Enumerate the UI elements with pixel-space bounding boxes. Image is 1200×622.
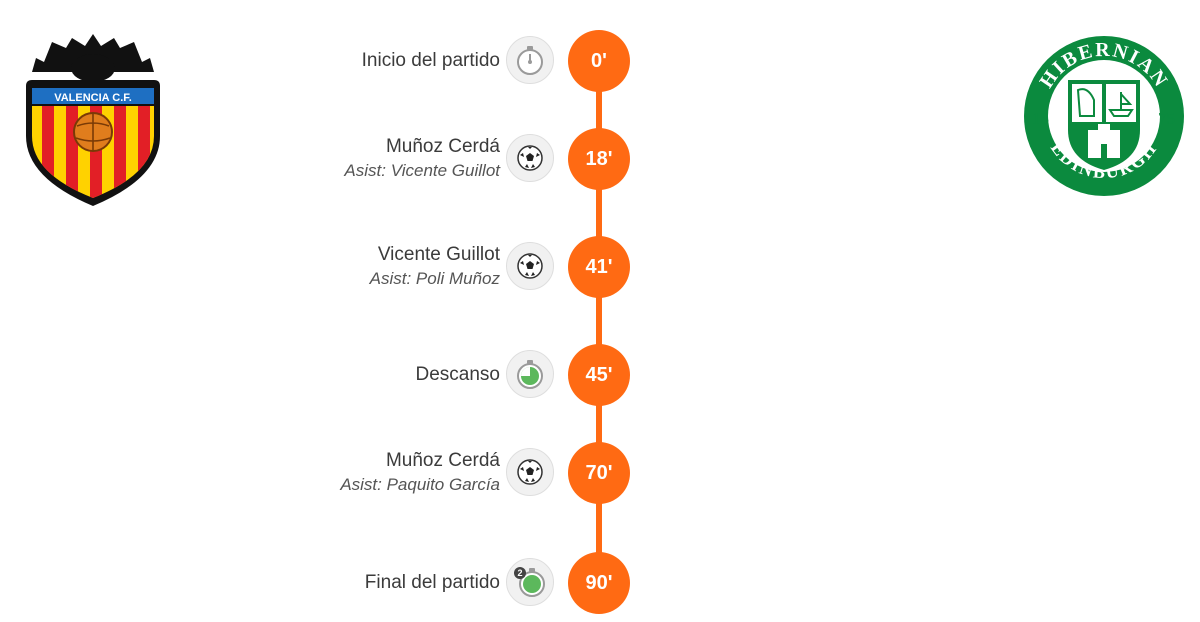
soccer-ball-icon xyxy=(506,242,554,290)
minute-badge: 45' xyxy=(568,344,630,406)
soccer-ball-icon xyxy=(506,134,554,182)
timeline-event-kickoff[interactable]: Inicio del partido 0' xyxy=(0,30,1200,92)
event-assist: Asist: Paquito García xyxy=(340,474,500,494)
minute-badge: 0' xyxy=(568,30,630,92)
event-title: Final del partido xyxy=(364,571,500,593)
stopwatch-fulltime-icon: 2 xyxy=(506,558,554,606)
event-scorer: Vicente Guillot xyxy=(377,243,500,265)
home-team-crest[interactable]: VALENCIA C.F. xyxy=(22,28,164,208)
minute-badge: 41' xyxy=(568,236,630,298)
timeline-event-fulltime[interactable]: Final del partido 2 90' xyxy=(0,552,1200,614)
event-assist: Asist: Poli Muñoz xyxy=(369,268,500,288)
second-half-badge: 2 xyxy=(517,568,522,578)
stopwatch-start-icon xyxy=(506,36,554,84)
timeline-event-goal[interactable]: Vicente Guillot Asist: Poli Muñoz 41' xyxy=(0,236,1200,298)
valencia-cf-crest-icon: VALENCIA C.F. xyxy=(26,34,160,206)
stopwatch-halftime-icon xyxy=(506,350,554,398)
minute-badge: 18' xyxy=(568,128,630,190)
timeline-line xyxy=(596,60,602,582)
minute-badge: 70' xyxy=(568,442,630,504)
valencia-crest-text: VALENCIA C.F. xyxy=(54,92,132,104)
hibernian-year-right: 75 xyxy=(1158,109,1175,128)
event-title: Inicio del partido xyxy=(361,49,500,71)
event-title: Descanso xyxy=(415,363,501,385)
timeline-event-goal[interactable]: Muñoz Cerdá Asist: Paquito García 70' xyxy=(0,442,1200,504)
event-scorer: Muñoz Cerdá xyxy=(385,449,500,471)
hibernian-crest-icon: HIBERNIAN EDINBURGH 18 75 xyxy=(1024,36,1184,196)
event-assist: Asist: Vicente Guillot xyxy=(344,160,500,180)
timeline-event-goal[interactable]: Muñoz Cerdá Asist: Vicente Guillot 18' xyxy=(0,128,1200,190)
soccer-ball-icon xyxy=(506,448,554,496)
away-team-crest[interactable]: HIBERNIAN EDINBURGH 18 75 xyxy=(1022,30,1186,202)
event-scorer: Muñoz Cerdá xyxy=(385,135,500,157)
minute-badge: 90' xyxy=(568,552,630,614)
timeline-event-halftime[interactable]: Descanso 45' xyxy=(0,344,1200,406)
hibernian-year-left: 18 xyxy=(1032,109,1049,128)
